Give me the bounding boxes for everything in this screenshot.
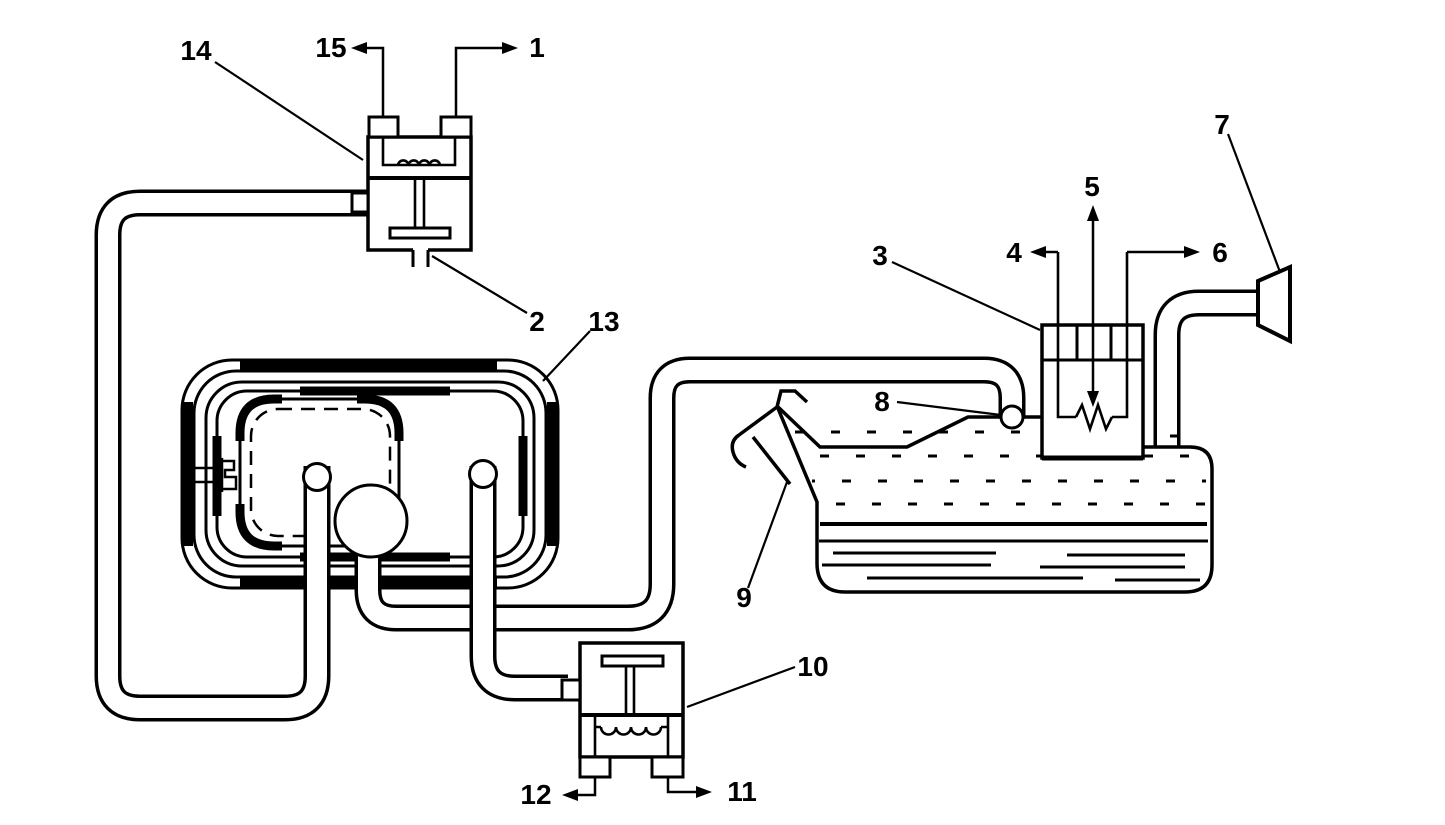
callout-14: 14 [180,35,212,66]
arrowhead-15 [351,42,367,54]
callout-7: 7 [1214,109,1230,140]
leader-3 [891,261,1041,331]
pipe-canister-to-tank [358,360,1022,628]
valve10-port-tab-right [650,755,685,779]
pipe-tank-to-horn [1157,293,1262,452]
callout-6: 6 [1212,237,1228,268]
callout-labels: 1 2 3 4 5 6 7 8 9 10 11 12 13 14 15 [180,32,1229,810]
side-connector-detail [183,458,238,492]
valve10-plunger-plate [600,654,665,668]
fuel-streaks [822,551,1200,582]
callout-3: 3 [872,240,888,271]
valve14-plunger-plate [388,226,452,240]
callout-8: 8 [874,386,890,417]
leader-14 [214,61,364,161]
valve14-coil [396,159,442,166]
arrowhead-6 [1184,246,1200,258]
arrow-line-11 [666,777,708,794]
canister-port-right [468,459,498,489]
tank-valve-chamber-walls [1056,252,1129,419]
leader-13 [542,330,591,382]
pump-circle [333,483,409,559]
valve14-port-tab-right [439,115,473,139]
canister-port-left [302,462,332,492]
callout-4: 4 [1006,237,1022,268]
valve10-coil-chamber [593,715,670,757]
callout-1: 1 [529,32,545,63]
arrow-line-15 [355,46,385,117]
callout-10: 10 [797,651,828,682]
arrowhead-12 [562,789,578,801]
callout-5: 5 [1084,171,1100,202]
spring-zigzag [1074,400,1114,434]
pipe-tank-to-horn-outline [1153,289,1262,452]
arrowhead-1 [502,42,518,54]
pipe-to-valve10 [473,466,568,698]
arrowhead-11 [696,786,712,798]
valve14-bottom-port [411,250,430,267]
filler-neck-outer [730,389,809,469]
filler-neck-inner [751,435,792,486]
callout-2: 2 [529,306,545,337]
callout-13: 13 [588,306,619,337]
arrowhead-5-down [1087,391,1099,407]
callout-12: 12 [520,779,551,810]
leader-7 [1226,133,1282,273]
valve10-port-tab-left [578,755,612,779]
valve10-side-stub [560,678,582,702]
valve10-coil [599,726,663,736]
leader-8 [896,400,1002,417]
valve14-port-tab-left [367,115,400,139]
tank-valve [1030,205,1200,461]
horn-outlet [1256,263,1292,345]
pipe-left-loop [98,193,368,718]
inner-chamber-corner-bars [235,394,404,551]
valve14-body-outline [366,135,473,252]
leader-2 [431,255,528,314]
vapor-dash-row-2 [802,434,1206,458]
float-ball [999,404,1025,430]
callout-11: 11 [727,776,757,807]
solenoid-valve-top [350,42,518,267]
arrowhead-5-up [1087,205,1099,221]
leader-lines [214,61,1282,709]
callout-9: 9 [736,582,752,613]
pipes [94,189,1262,722]
valve14-plunger-stem [413,178,426,228]
arrowhead-4 [1030,246,1046,258]
solenoid-valve-bottom [560,641,712,801]
leader-9 [746,481,789,589]
valve10-plunger-stem [624,666,636,715]
callout-15: 15 [315,32,346,63]
arrow-line-1 [454,46,514,117]
valve14-side-stub [350,191,370,214]
leader-10 [686,665,796,709]
